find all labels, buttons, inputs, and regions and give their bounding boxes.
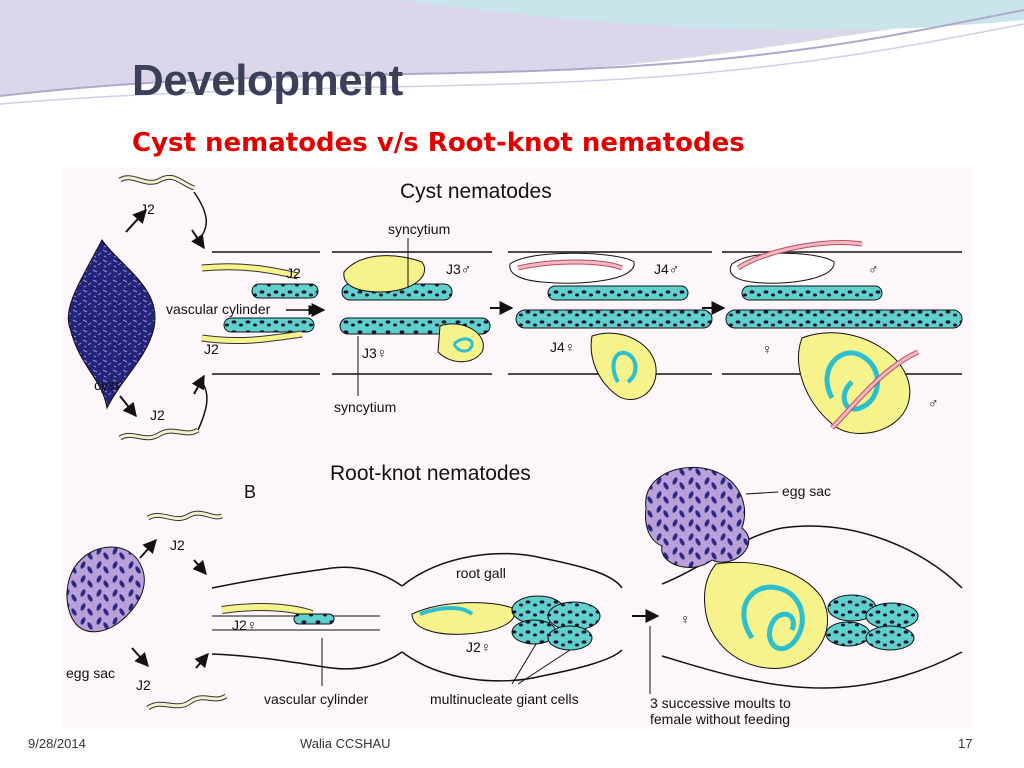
- nematode-development-figure: Cyst nematodes cyst J2 J2: [62, 168, 972, 728]
- male-adult-label: ♂: [868, 261, 879, 277]
- rk-female-label: ♀: [680, 611, 691, 627]
- giant-cells-label: multinucleate giant cells: [430, 691, 579, 707]
- moults-line2: female without feeding: [650, 711, 790, 727]
- egg-sac-left-label: egg sac: [66, 665, 115, 681]
- syncytium-top-label: syncytium: [388, 221, 450, 237]
- vascular-cylinder-label-rk: vascular cylinder: [264, 691, 369, 707]
- egg-sac-right-label: egg sac: [782, 483, 831, 499]
- egg-sac-left: [66, 546, 145, 633]
- slide-subtitle: Cyst nematodes v/s Root-knot nematodes: [132, 128, 745, 158]
- female-adult-label: ♀: [762, 341, 773, 357]
- moults-line1: 3 successive moults to: [650, 695, 791, 711]
- egg-sac-right: [645, 466, 750, 568]
- j2-top-label: J2: [140, 201, 155, 217]
- syncytium-bottom-label: syncytium: [334, 399, 396, 415]
- j2-bottom-label: J2: [150, 407, 165, 423]
- slide-title: Development: [132, 56, 403, 105]
- j3-female-label: J3♀: [362, 345, 387, 361]
- footer-author: Walia CCSHAU: [300, 736, 391, 751]
- arrow-cyst-down: [119, 395, 137, 418]
- panel-b-label: B: [244, 482, 256, 502]
- cyst-heading: Cyst nematodes: [400, 180, 552, 203]
- rk-j2-female-gall-label: J2♀: [466, 639, 491, 655]
- vascular-cylinder-label-cyst: vascular cylinder: [166, 301, 271, 317]
- rootknot-heading: Root-knot nematodes: [330, 462, 531, 485]
- j2-upper-root-label: J2: [286, 265, 301, 281]
- j4-male-label: J4♂: [654, 261, 679, 277]
- rk-j2-top-label: J2: [170, 537, 185, 553]
- cyst-shape: [67, 239, 156, 410]
- j4-female-label: J4♀: [550, 339, 575, 355]
- arrow-cyst-up: [125, 208, 147, 233]
- figure-drawing: Cyst nematodes cyst J2 J2: [66, 174, 963, 727]
- footer-date: 9/28/2014: [28, 736, 86, 751]
- root-gall-label: root gall: [456, 565, 506, 581]
- cyst-label: cyst: [94, 377, 119, 393]
- rk-j2-female-root-label: J2♀: [232, 617, 257, 633]
- j3-male-label: J3♂: [446, 261, 471, 277]
- male-outside-label: ♂: [928, 395, 939, 411]
- j2-lower-root-label: J2: [204, 341, 219, 357]
- footer-page-number: 17: [958, 736, 973, 751]
- header-decoration: [0, 0, 1024, 105]
- rk-j2-bottom-label: J2: [136, 677, 151, 693]
